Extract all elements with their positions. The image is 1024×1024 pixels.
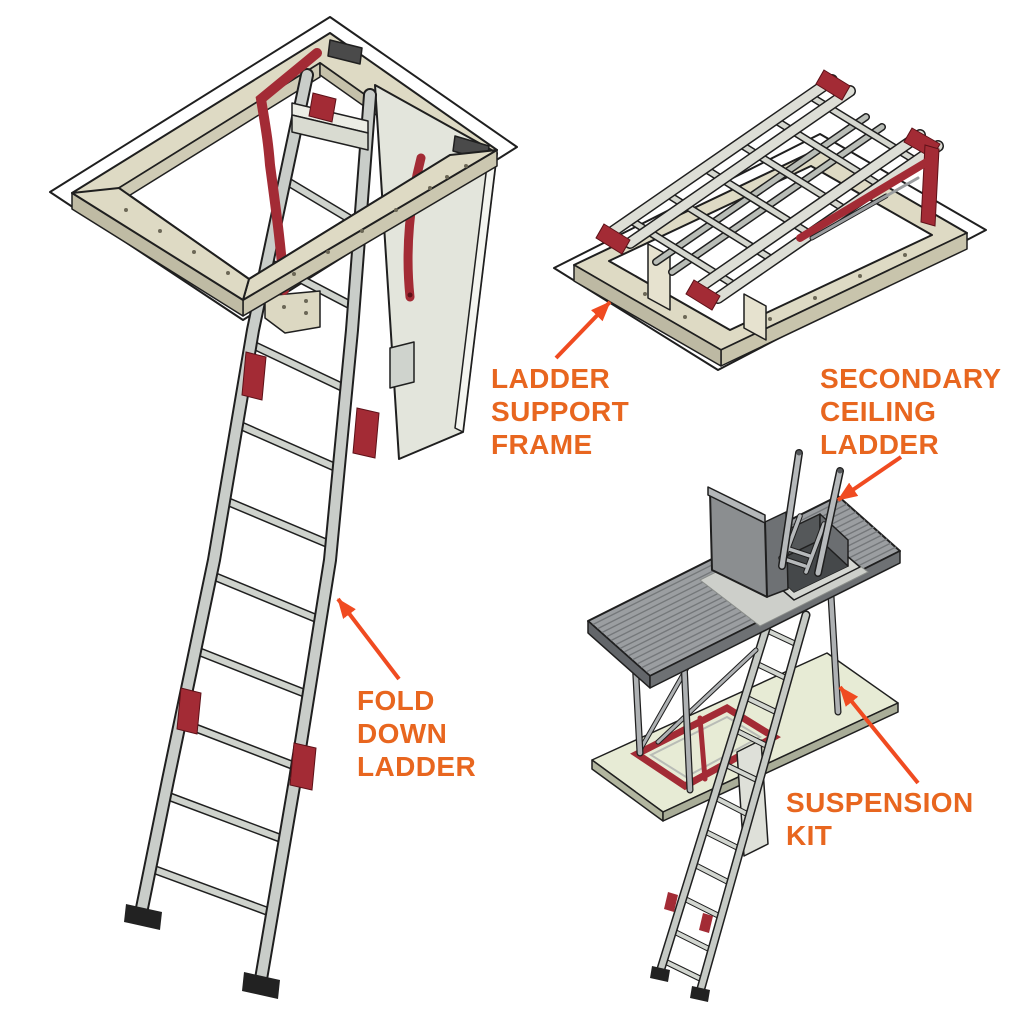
label-suspension-kit: SUSPENSION KIT xyxy=(786,786,974,852)
frame2-side-left xyxy=(573,264,722,367)
label-secondary-ceiling-ladder: SECONDARY CEILING LADDER xyxy=(820,362,1001,461)
pole-cap-right xyxy=(837,468,843,474)
label-line: DOWN xyxy=(357,718,448,749)
label-line: LADDER xyxy=(820,429,940,460)
ladder-foot-right xyxy=(242,972,280,999)
arrow-ladder-support-frame xyxy=(554,300,612,360)
frame2-screw-holes xyxy=(643,253,907,321)
label-line: FOLD xyxy=(357,685,435,716)
label-line: FRAME xyxy=(491,429,593,460)
label-line: LADDER xyxy=(491,363,611,394)
arrow-secondary-ceiling-ladder xyxy=(836,455,903,502)
label-ladder-support-frame: LADDER SUPPORT FRAME xyxy=(491,362,629,461)
secondary-ceiling-ladder xyxy=(781,451,843,574)
label-line: SUPPORT xyxy=(491,396,630,427)
pivot-arm-right xyxy=(403,153,426,302)
label-line: SECONDARY xyxy=(820,363,1002,394)
label-line: KIT xyxy=(786,820,833,851)
frame-near-band-left xyxy=(71,187,250,301)
support-leg-plate-right xyxy=(743,293,767,341)
lower-ladder-hinge-right xyxy=(699,913,713,933)
arrow-fold-down-ladder xyxy=(336,597,401,681)
pivot-arm-left xyxy=(255,48,322,295)
figure-fold-down-ladder xyxy=(49,16,518,999)
hatch-red-strut xyxy=(697,715,708,782)
ladder-foot-left xyxy=(124,904,162,930)
ceiling-hatch-red-frame xyxy=(630,703,781,791)
fold-down-ladder xyxy=(124,75,380,999)
arrow-suspension-kit xyxy=(838,685,920,785)
lower-ladder-foot-right xyxy=(690,986,710,1002)
ceiling-edge-right xyxy=(662,702,899,822)
lower-fold-down-ladder xyxy=(650,600,806,1002)
label-line: LADDER xyxy=(357,751,477,782)
callout-arrows xyxy=(336,300,920,785)
lower-ladder-hinge-left xyxy=(664,892,678,912)
gas-strut xyxy=(810,176,920,240)
label-line: SUSPENSION xyxy=(786,787,974,818)
fold-hinges xyxy=(176,92,380,791)
figure-suspension-kit xyxy=(587,451,901,1002)
stack-pivot-arm xyxy=(796,156,934,242)
corner-hinge-hardware xyxy=(327,39,363,65)
label-fold-down-ladder: FOLD DOWN LADDER xyxy=(357,684,476,783)
ladder-top-step-front xyxy=(291,114,369,151)
figure-ladder-support-frame xyxy=(553,69,987,371)
door-bracket xyxy=(389,341,415,389)
pole-cap-left xyxy=(796,450,802,456)
frame-screw-holes xyxy=(124,164,468,276)
upstand-wall-top xyxy=(707,486,766,524)
label-line: CEILING xyxy=(820,396,937,427)
lower-ladder-foot-left xyxy=(650,966,670,982)
